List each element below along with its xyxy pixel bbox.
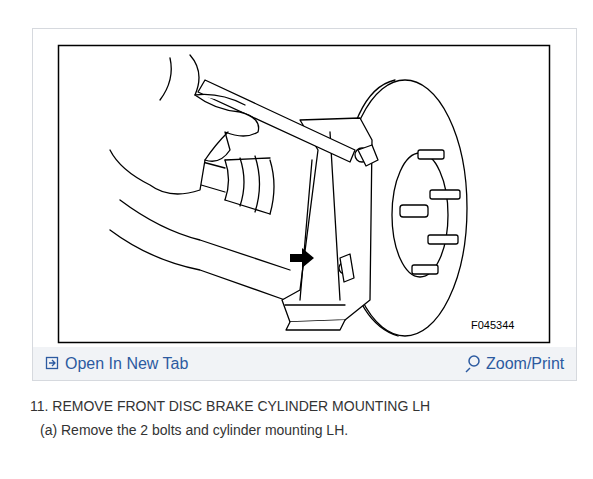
hand [110,55,259,194]
step-text: (a) Remove the 2 bolts and cylinder moun… [40,422,348,438]
figure-frame [59,46,550,343]
mounting-bolt [339,145,378,282]
open-tab-icon [47,358,58,369]
link-bar [33,347,576,380]
pointer-arrow [290,248,314,268]
figure-code: F045344 [471,319,514,331]
zoom-icon [466,356,479,372]
link-text: Open In New Tab [65,355,188,373]
link-text: Zoom/Print [486,355,564,373]
hub-studs [400,150,460,274]
step-heading: 11. REMOVE FRONT DISC BRAKE CYLINDER MOU… [30,398,430,414]
figure-panel [33,29,577,381]
